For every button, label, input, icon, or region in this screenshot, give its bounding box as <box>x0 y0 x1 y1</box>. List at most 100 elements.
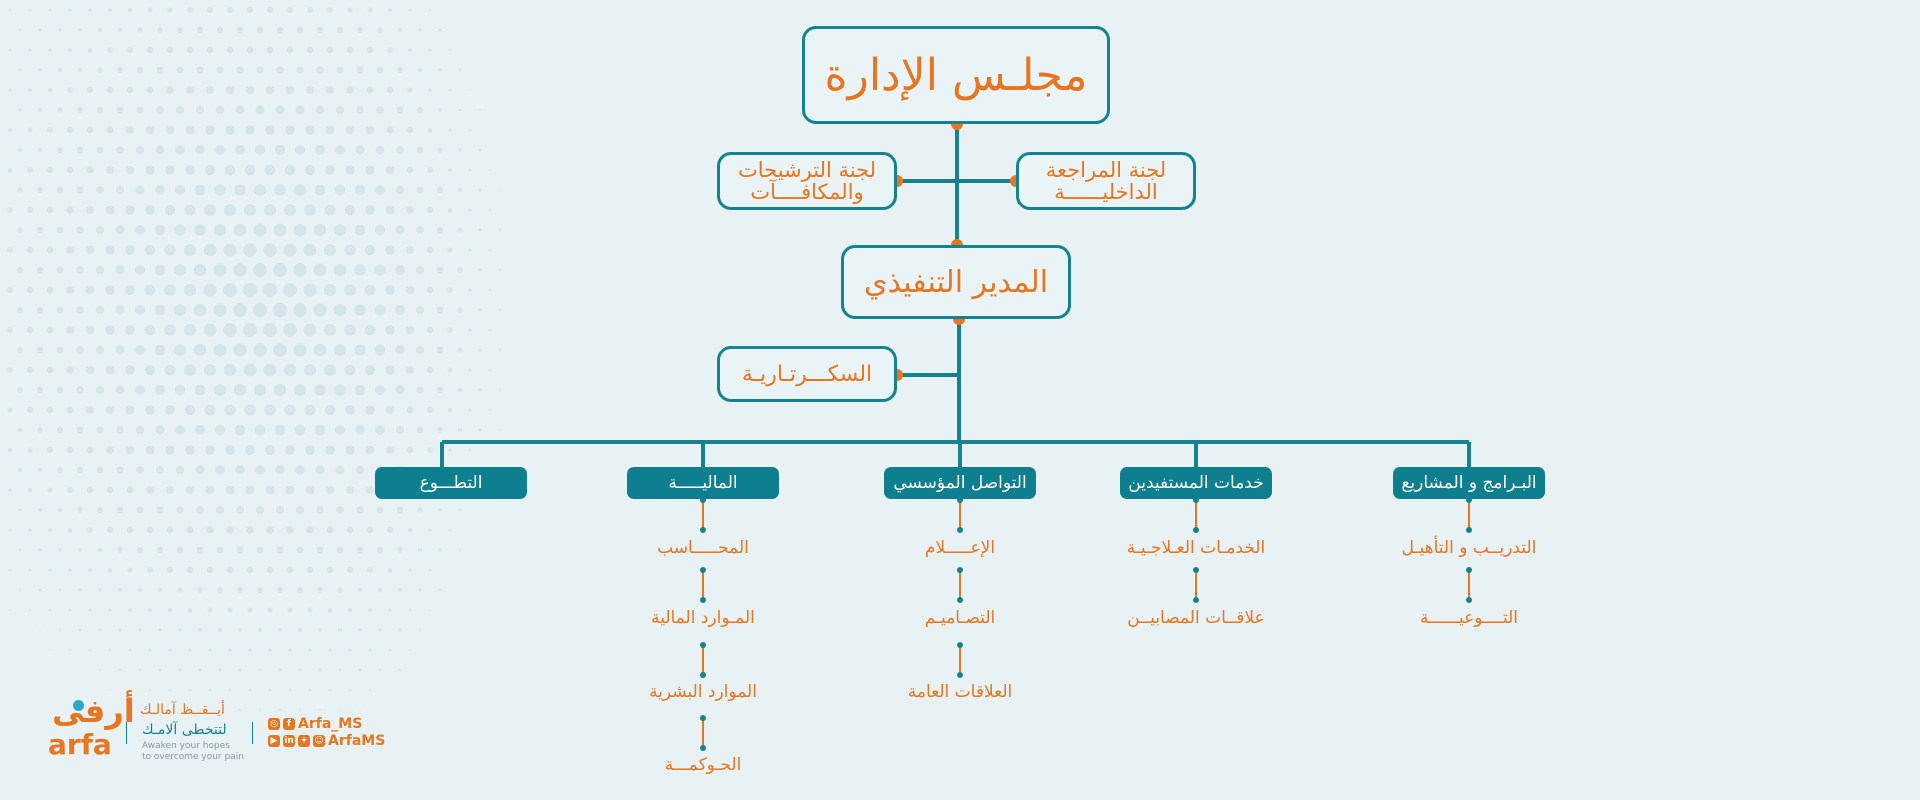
background-dot <box>66 286 74 294</box>
background-dot <box>66 246 74 254</box>
background-dot <box>293 223 307 237</box>
background-dot <box>357 587 363 593</box>
background-dot <box>355 465 365 475</box>
instagram-icon[interactable]: ◎ <box>268 718 280 730</box>
background-dot <box>96 466 104 474</box>
youtube-icon[interactable]: ▶ <box>268 735 280 747</box>
tagline-arabic-2: لتتخطى آلامـك <box>142 722 227 738</box>
background-dot <box>247 7 253 13</box>
background-dot <box>67 87 73 93</box>
background-dot <box>116 466 124 474</box>
background-dot <box>288 688 292 692</box>
snapchat-icon[interactable]: ☺ <box>313 735 325 747</box>
background-dot <box>468 248 472 252</box>
background-dot <box>144 244 156 256</box>
sub-connector-dot <box>700 642 706 648</box>
background-dot <box>106 126 114 134</box>
background-dot <box>273 223 287 237</box>
background-dot <box>375 145 385 155</box>
background-dot <box>146 86 154 94</box>
background-dot <box>87 527 93 533</box>
background-dot <box>166 86 174 94</box>
background-dot <box>138 628 142 632</box>
background-dot <box>135 385 145 395</box>
background-dot <box>78 28 82 32</box>
background-dot <box>334 224 346 236</box>
background-dot <box>28 568 32 572</box>
sub-connector-dot <box>957 597 963 603</box>
linkedin-icon[interactable]: in <box>283 735 295 747</box>
background-dot <box>219 709 221 711</box>
background-dot <box>164 284 176 296</box>
sub-connector-dot <box>700 567 706 573</box>
background-dot <box>236 546 244 554</box>
background-dot <box>128 648 132 652</box>
background-dot <box>305 125 315 135</box>
background-dot <box>184 364 196 376</box>
background-dot <box>447 247 453 253</box>
background-dot <box>437 147 443 153</box>
background-dot <box>304 404 316 416</box>
background-dot <box>339 709 341 711</box>
facebook-icon[interactable]: f <box>283 718 295 730</box>
background-dot <box>184 244 196 256</box>
background-dot <box>164 244 176 256</box>
background-dot <box>125 245 135 255</box>
background-dot <box>136 506 144 514</box>
sub-unit-accountant: المحـــــاسب <box>657 538 749 558</box>
background-dot <box>223 283 237 297</box>
background-dot <box>76 146 84 154</box>
background-dot <box>426 286 434 294</box>
background-dot <box>283 243 297 257</box>
background-dot <box>86 206 94 214</box>
background-dot <box>244 404 256 416</box>
background-dot <box>99 669 101 671</box>
background-dot <box>9 9 11 11</box>
background-dot <box>76 426 84 434</box>
background-dot <box>107 567 113 573</box>
background-dot <box>333 263 347 277</box>
background-dot <box>253 383 267 397</box>
background-dot <box>327 7 333 13</box>
background-dot <box>7 167 13 173</box>
background-dot <box>247 607 253 613</box>
background-dot <box>155 185 165 195</box>
background-dot <box>37 467 43 473</box>
background-dot <box>58 28 62 32</box>
background-dot <box>499 429 501 431</box>
background-dot <box>306 566 314 574</box>
background-dot <box>215 105 225 115</box>
background-dot <box>215 465 225 475</box>
background-dot <box>76 466 84 474</box>
background-dot <box>184 204 196 216</box>
background-dot <box>36 266 44 274</box>
background-dot <box>158 668 162 672</box>
background-dot <box>26 246 34 254</box>
background-dot <box>126 126 134 134</box>
background-dot <box>145 205 155 215</box>
background-dot <box>245 125 255 135</box>
background-dot <box>324 404 336 416</box>
background-dot <box>498 348 502 352</box>
background-dot <box>126 526 134 534</box>
background-dot <box>166 46 174 54</box>
background-dot <box>226 566 234 574</box>
background-dot <box>98 628 102 632</box>
background-dot <box>56 386 64 394</box>
background-dot <box>245 485 255 495</box>
background-dot <box>198 668 202 672</box>
background-dot <box>417 107 423 113</box>
background-dot <box>428 88 432 92</box>
background-dot <box>17 147 23 153</box>
background-dot <box>416 426 424 434</box>
twitter-icon[interactable]: ✦ <box>298 735 310 747</box>
background-dot <box>203 363 217 377</box>
background-dot <box>145 125 155 135</box>
background-dot <box>276 26 284 34</box>
background-dot <box>346 526 354 534</box>
background-dot <box>188 688 192 692</box>
background-dot <box>395 265 405 275</box>
background-dot <box>86 486 94 494</box>
background-dot <box>174 264 186 276</box>
background-dot <box>28 8 32 12</box>
